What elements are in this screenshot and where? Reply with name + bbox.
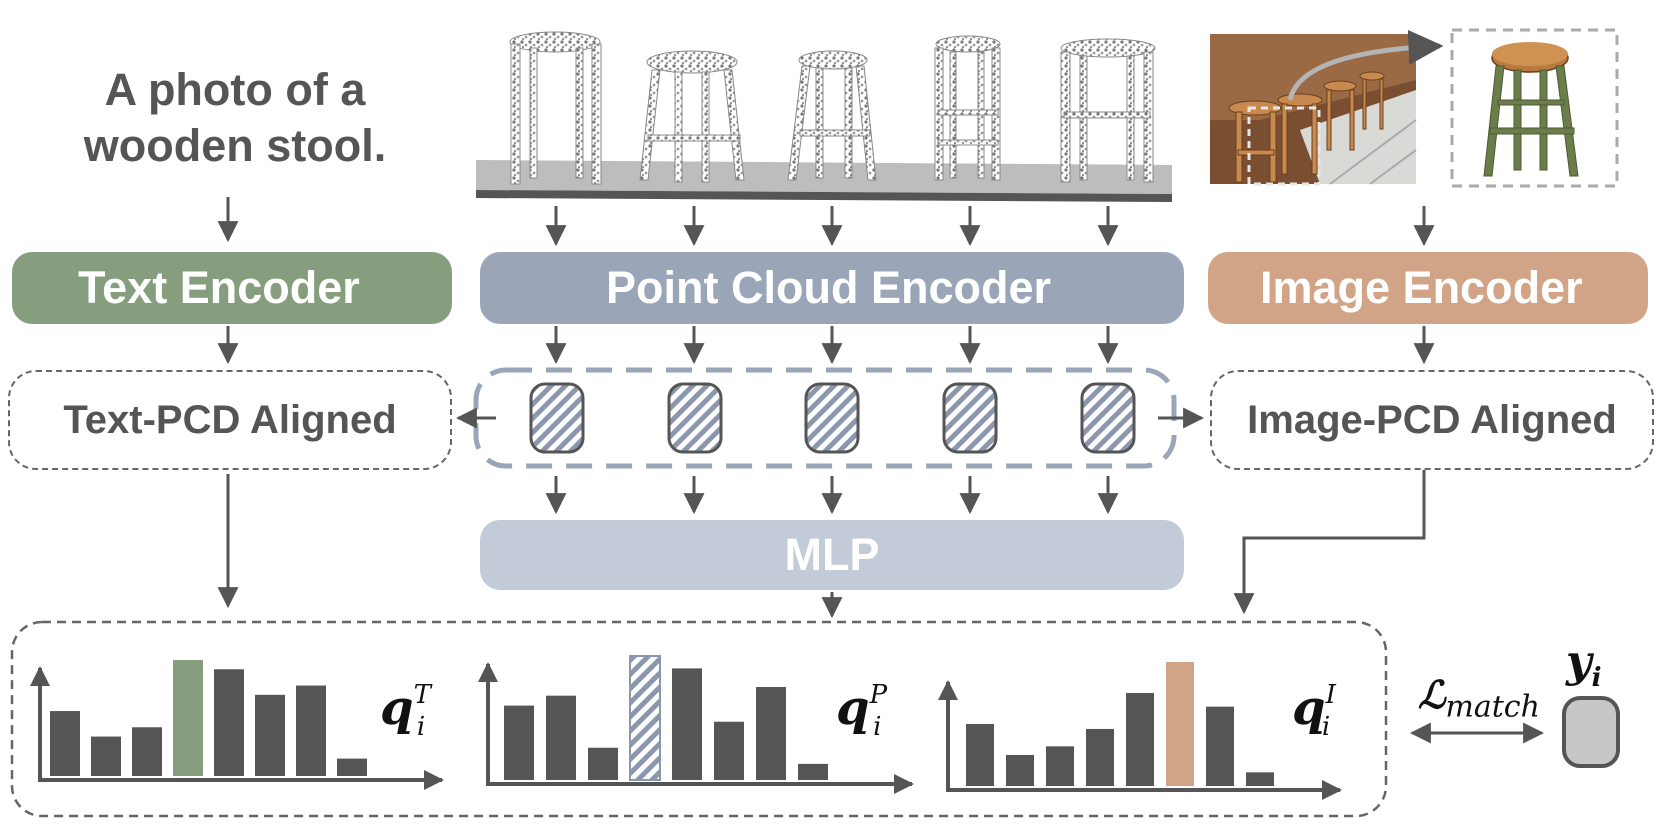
encoder-output-arrows [217,326,1435,365]
point-distribution-label: qPi [836,680,888,742]
text-pcd-aligned: Text-PCD Aligned [8,370,452,470]
point-cloud-stool-5 [1060,38,1156,183]
image-bar-3 [1046,746,1074,786]
image-encoder: Image Encoder [1208,252,1648,324]
scene-photo [1210,29,1444,186]
point-bar-5 [672,668,702,780]
text-encoder-label: Text Encoder [78,262,360,313]
point-cloud-stool-2 [639,50,745,183]
image-encoder-label: Image Encoder [1260,262,1583,313]
point-cloud-stool-1 [509,31,602,185]
point-cloud-encoder: Point Cloud Encoder [480,252,1184,324]
image-bar-1 [966,724,994,786]
text-prompt: A photo of a wooden stool. [30,62,440,174]
distribution-bars-text [50,660,367,776]
image-distribution-label: qIi [1292,680,1336,742]
point-bar-3 [588,747,618,780]
cropped-stool [1450,28,1619,188]
distributions-container [10,620,1388,818]
text-encoder: Text Encoder [12,252,452,324]
image-bar-4 [1086,728,1114,786]
point-cloud-stool-4 [934,35,1001,181]
point-cloud-scene [476,31,1172,202]
text-bar-2 [91,736,121,776]
input-arrows [217,197,1435,247]
image-bar-5 [1126,693,1154,786]
point-cloud-stool-3 [787,50,877,181]
text-bar-3 [132,727,162,776]
text-distribution-label: qTi [380,680,431,742]
point-bar-8 [798,763,828,780]
image-bar-6 [1166,662,1194,786]
text-prompt-line-1: A photo of a [104,64,366,115]
text-prompt-line-2: wooden stool. [83,120,387,171]
mlp-input-arrows [545,476,1119,515]
text-bar-5 [214,669,244,776]
text-bar-4 [173,660,203,776]
point-bar-1 [504,705,534,780]
distribution-bars-image [966,662,1274,786]
text-bar-1 [50,711,80,776]
text-bar-6 [255,694,285,776]
point-bar-6 [714,721,744,780]
distribution-axes [30,662,1342,800]
point-bar-7 [756,687,786,780]
text-bar-8 [337,758,367,776]
image-bar-8 [1246,772,1274,786]
point-bar-2 [546,695,576,780]
mlp-label: MLP [784,529,880,580]
mlp-block: MLP [480,520,1184,590]
distribution-bars-point [504,655,828,781]
point-bar-4 [629,655,661,781]
image-bar-7 [1206,706,1234,786]
distribution-arrows [217,466,1426,619]
target-label-box [1562,696,1620,768]
target-label: yi [1566,636,1602,693]
image-pcd-aligned: Image-PCD Aligned [1210,370,1654,470]
match-loss-label: ℒmatch [1418,672,1540,725]
pcd-feature-tokens [529,382,1136,454]
image-bar-2 [1006,755,1034,786]
point-cloud-encoder-label: Point Cloud Encoder [606,262,1051,313]
text-bar-7 [296,685,326,776]
